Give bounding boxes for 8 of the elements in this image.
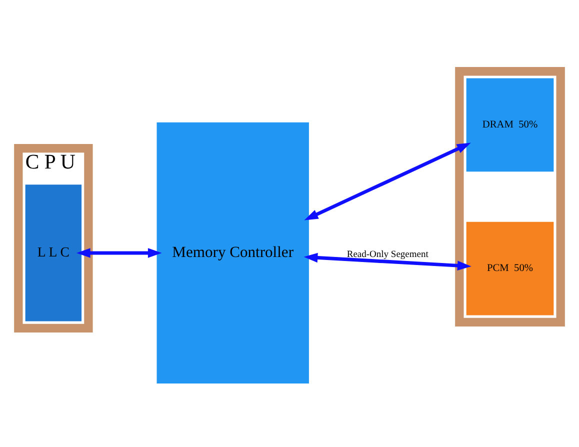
arrow: [304, 252, 472, 270]
edge-label: Read-Only Segement: [346, 250, 428, 260]
node-box: DRAM 50%: [466, 78, 554, 172]
arrow: [304, 142, 471, 220]
node-box: PCM 50%: [466, 221, 554, 315]
node-box: Memory Controller: [156, 122, 309, 384]
arrow: [76, 248, 162, 258]
node-box: L L C: [25, 184, 82, 321]
